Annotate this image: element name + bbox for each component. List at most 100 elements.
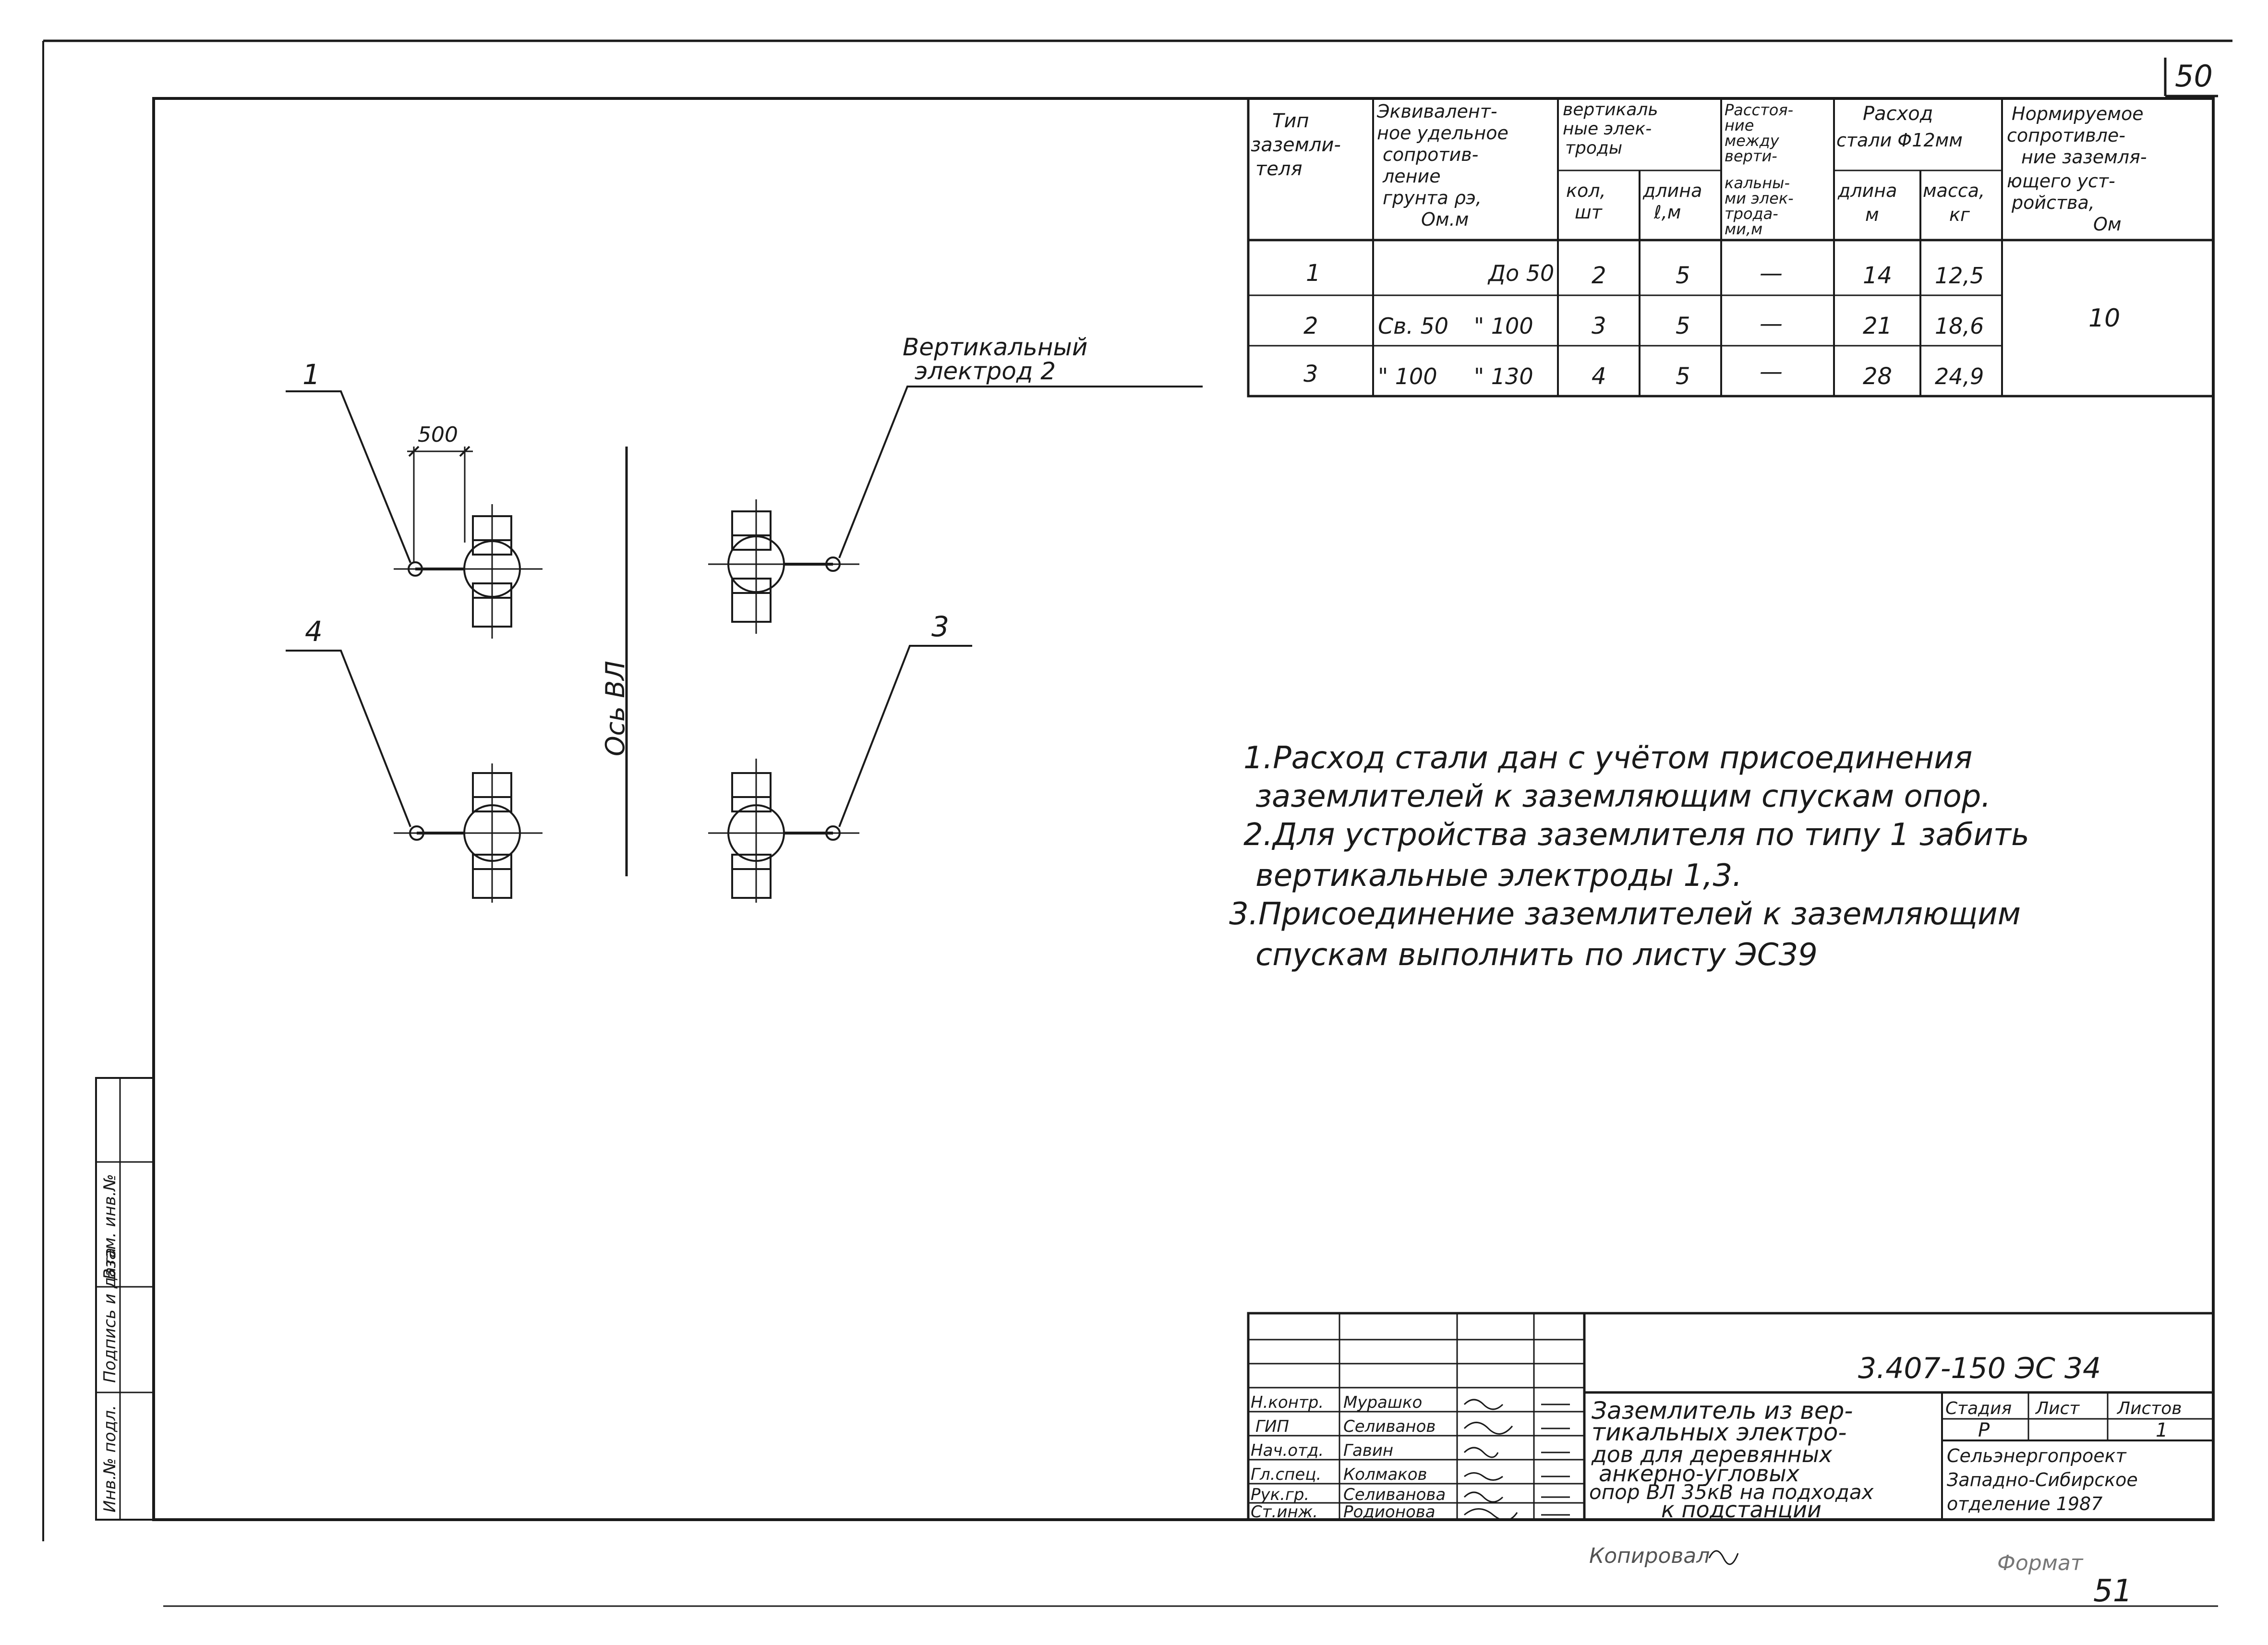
organization-line: Сельэнергопроект xyxy=(1947,1445,2127,1466)
role-label: Гл.спец. xyxy=(1251,1465,1321,1484)
stamp-inv-podl: Инв.№ подл. xyxy=(100,1405,120,1512)
table-row: 1 До 50 2 5 — 14 12,5 xyxy=(1306,260,1984,289)
row-steel-mass: 12,5 xyxy=(1935,263,1984,289)
stage-label: Стадия xyxy=(1945,1399,2012,1418)
electrode-assembly-top-right xyxy=(708,499,859,634)
role-label: Ст.инж. xyxy=(1251,1502,1318,1522)
role-label: Нач.отд. xyxy=(1251,1441,1324,1460)
row-steel-length: 14 xyxy=(1863,262,1892,289)
header-resistivity-6: Ом.м xyxy=(1421,209,1469,230)
row-resistivity-from: " 100 xyxy=(1378,363,1437,389)
role-label: Рук.гр. xyxy=(1251,1485,1309,1504)
row-distance: — xyxy=(1760,260,1783,287)
row-length: 5 xyxy=(1676,313,1690,339)
person-name: Колмаков xyxy=(1343,1465,1427,1484)
header-count-2: шт xyxy=(1575,202,1603,223)
vertical-electrode xyxy=(825,825,841,841)
next-page-number: 51 xyxy=(2093,1573,2132,1609)
header-resistance-2: сопротивле- xyxy=(2007,125,2125,146)
person-name: Мурашко xyxy=(1343,1393,1422,1412)
vertical-electrode xyxy=(409,825,424,841)
row-length: 5 xyxy=(1676,363,1690,390)
organization-line: Западно-Сибирское xyxy=(1947,1469,2138,1490)
sheets-label: Листов xyxy=(2116,1399,2182,1418)
copy-signature xyxy=(1708,1550,1739,1565)
person-name: Селиванова xyxy=(1343,1485,1446,1504)
spec-table: Тип заземли- теля Эквивалент- ное удельн… xyxy=(1247,97,2215,398)
resistance-value: 10 xyxy=(2088,304,2120,333)
note-line: 2.Для устройства заземлителя по типу 1 з… xyxy=(1243,817,2029,853)
page-number: 50 xyxy=(2175,59,2213,94)
electrode-label-line-2: электрод 2 xyxy=(915,357,1056,385)
sheet-frame: 50 xyxy=(42,39,2232,1607)
callout-4: 4 xyxy=(286,615,411,827)
callout-3: 3 xyxy=(838,610,972,827)
grounding-plan: Ось ВЛ xyxy=(286,333,1203,903)
format-note: Формат xyxy=(1997,1551,2084,1575)
row-resistivity-from: Св. 50 xyxy=(1378,313,1448,339)
sheets-value: 1 xyxy=(2156,1419,2168,1441)
row-count: 2 xyxy=(1592,262,1606,289)
header-distance-1: Расстоя- xyxy=(1725,101,1793,119)
title-line: анкерно-угловых xyxy=(1599,1461,1800,1487)
header-type-2: заземли- xyxy=(1251,134,1341,156)
header-resistance-5: ройства, xyxy=(2011,192,2095,213)
person-name: Селиванов xyxy=(1343,1417,1436,1436)
header-distance-3: между xyxy=(1725,132,1780,150)
row-type: 1 xyxy=(1306,260,1321,287)
sheet-label: Лист xyxy=(2035,1399,2080,1418)
title-line: к подстанции xyxy=(1661,1497,1822,1523)
row-distance: — xyxy=(1760,310,1783,337)
header-resistance-3: ние заземля- xyxy=(2021,146,2147,168)
header-resistance-1: Нормируемое xyxy=(2012,103,2144,124)
side-stamp: Инв.№ подл. Подпись и дата Взам. инв.№ xyxy=(95,1077,155,1521)
header-electrodes-3: троды xyxy=(1565,138,1622,158)
electrode-assembly-top-left xyxy=(394,504,543,639)
header-steel-1: Расход xyxy=(1863,103,1933,125)
signatures xyxy=(1463,1399,1570,1521)
title-block: 3.407-150 ЭС 34 Н.контр. ГИП Нач.отд. Гл… xyxy=(1247,1312,2215,1523)
vertical-electrode xyxy=(408,561,423,577)
stage-value: Р xyxy=(1978,1419,1990,1441)
header-distance-5: кальны- xyxy=(1725,174,1790,192)
header-steel-2: стали Φ12мм xyxy=(1836,130,1963,151)
title-line: опор ВЛ 35кВ на подходах xyxy=(1589,1480,1874,1504)
header-count-1: кол, xyxy=(1566,180,1606,201)
callout-number: 1 xyxy=(302,358,320,391)
person-name: Гавин xyxy=(1343,1441,1393,1460)
title-line: тикальных электро- xyxy=(1592,1418,1846,1446)
title-line: Заземлитель из вер- xyxy=(1592,1397,1853,1425)
note-line: 3.Присоединение заземлителей к заземляющ… xyxy=(1229,896,2021,932)
header-resistivity-5: грунта ρэ, xyxy=(1383,187,1482,208)
row-steel-length: 28 xyxy=(1863,363,1892,390)
dimension-value: 500 xyxy=(418,423,458,447)
note-line: вертикальные электроды 1,3. xyxy=(1255,858,1742,894)
footer: Копировал Формат 51 xyxy=(1589,1544,2132,1609)
note-line: 1.Расход стали дан с учётом присоединени… xyxy=(1243,740,1972,776)
header-length-2: ℓ,м xyxy=(1653,202,1681,223)
title-line: дов для деревянных xyxy=(1591,1441,1833,1467)
header-type-1: Тип xyxy=(1272,110,1309,132)
stamp-signature-date: Подпись и дата xyxy=(100,1247,120,1383)
header-distance-7: трода- xyxy=(1725,205,1778,223)
header-resistance-4: ющего уст- xyxy=(2007,170,2115,192)
row-resistivity-to: " 130 xyxy=(1474,363,1533,389)
header-electrodes-2: ные элек- xyxy=(1563,119,1652,139)
electrode-label-line-1: Вертикальный xyxy=(903,333,1087,361)
row-steel-mass: 18,6 xyxy=(1935,313,1984,339)
header-resistivity-3: сопротив- xyxy=(1383,144,1478,165)
role-label: Н.контр. xyxy=(1251,1393,1324,1412)
header-steel-mass-1: масса, xyxy=(1923,180,1985,201)
header-steel-length-2: м xyxy=(1865,204,1879,225)
header-distance-8: ми,м xyxy=(1725,220,1762,238)
role-label: ГИП xyxy=(1255,1417,1289,1436)
vertical-electrode xyxy=(825,556,841,572)
header-distance-6: ми элек- xyxy=(1725,189,1794,207)
copy-note: Копировал xyxy=(1589,1544,1710,1568)
table-row: 3 " 100 " 130 4 5 — 28 24,9 xyxy=(1303,358,1984,390)
person-name: Родионова xyxy=(1343,1502,1436,1522)
row-steel-length: 21 xyxy=(1863,313,1892,339)
callout-number: 4 xyxy=(305,615,323,648)
callout-2: Вертикальный электрод 2 xyxy=(838,333,1203,558)
